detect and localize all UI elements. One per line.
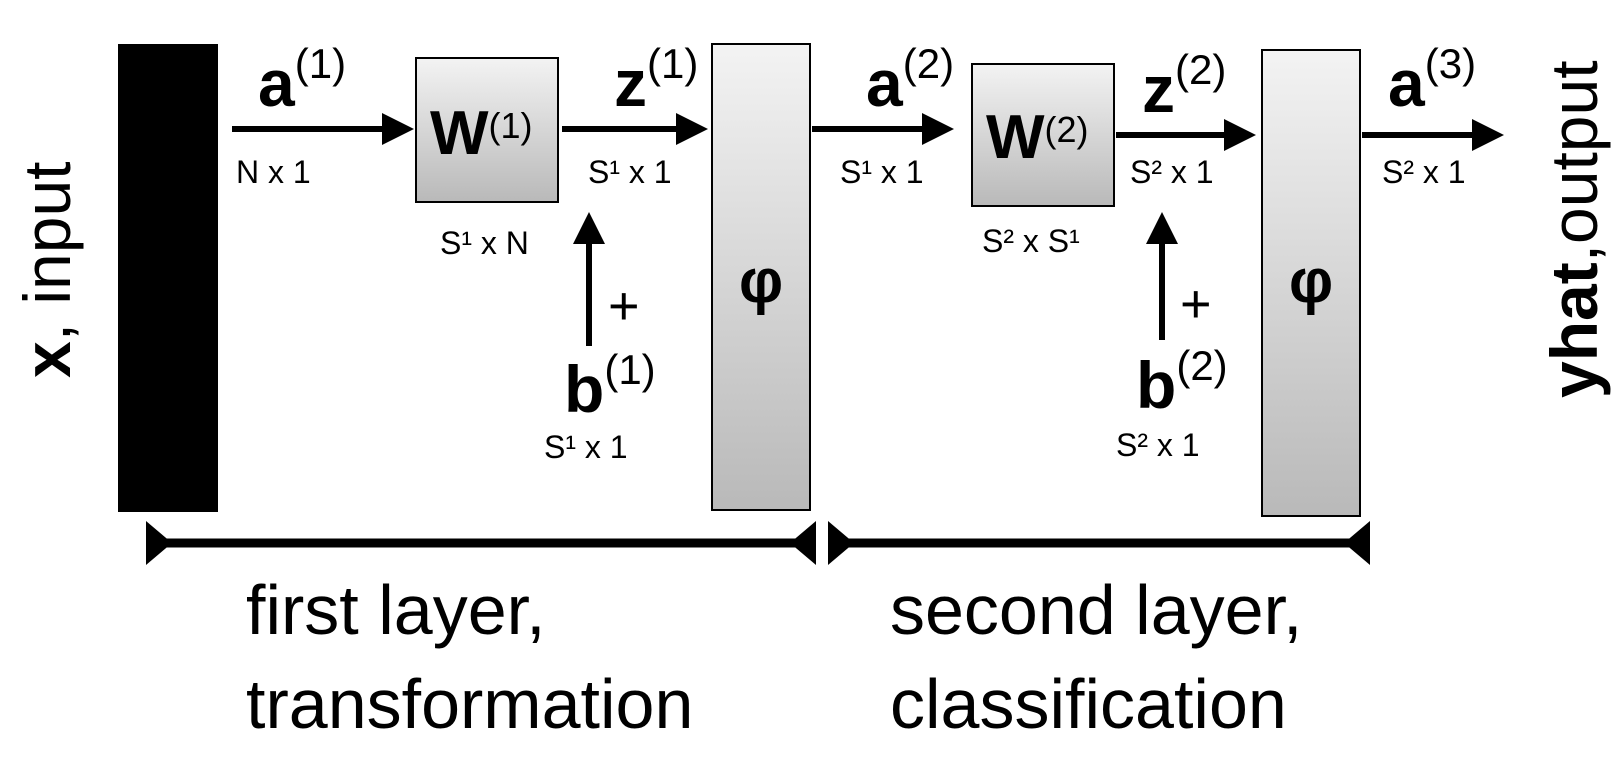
weight-dim-2: S² x S¹ bbox=[982, 223, 1080, 259]
weight-label-1: W(1) bbox=[430, 99, 533, 168]
layer2-bracket bbox=[828, 521, 1370, 565]
layer2-activation-label: a(2) bbox=[866, 40, 954, 120]
output-dim: S² x 1 bbox=[1382, 154, 1466, 190]
activation-box-1 bbox=[711, 43, 811, 511]
weight-label-2: W(2) bbox=[986, 103, 1089, 172]
weight-box-2 bbox=[971, 63, 1115, 207]
layer1-input-dim: N x 1 bbox=[236, 154, 311, 190]
layer1-caption-line2: transformation bbox=[246, 665, 693, 743]
input-label: x, input bbox=[10, 161, 84, 378]
layer2-bias-dim: S² x 1 bbox=[1116, 427, 1200, 463]
layer2-bias-arrow bbox=[1146, 212, 1178, 340]
layer1-bias-label: b(1) bbox=[564, 346, 656, 426]
layer2-input-dim: S¹ x 1 bbox=[840, 154, 924, 190]
layer2-bias-label: b(2) bbox=[1136, 342, 1228, 422]
layer2-preactivation-label: z(2) bbox=[1142, 46, 1226, 126]
layer2-caption-line1: second layer, bbox=[890, 571, 1302, 649]
layer2-caption-line2: classification bbox=[890, 665, 1287, 743]
layer2-plus: + bbox=[1180, 274, 1212, 334]
layer1-z-arrow bbox=[562, 113, 708, 145]
layer2-z-dim: S² x 1 bbox=[1130, 154, 1214, 190]
layer1-z-dim: S¹ x 1 bbox=[588, 154, 672, 190]
layer2-z-arrow bbox=[1116, 119, 1256, 151]
weight-box-1 bbox=[415, 57, 559, 203]
layer1-bias-dim: S¹ x 1 bbox=[544, 429, 628, 465]
output-label: yhat,output bbox=[1537, 60, 1611, 398]
activation-box-2 bbox=[1261, 49, 1361, 517]
weight-dim-1: S¹ x N bbox=[440, 225, 529, 261]
phi-symbol-1: φ bbox=[739, 247, 783, 316]
layer1-caption-line1: first layer, bbox=[246, 571, 546, 649]
layer1-bracket bbox=[146, 521, 816, 565]
output-arrow bbox=[1362, 119, 1504, 151]
output-activation-label: a(3) bbox=[1388, 40, 1476, 120]
layer1-plus: + bbox=[608, 276, 640, 336]
phi-symbol-2: φ bbox=[1289, 247, 1333, 316]
layer1-input-arrow bbox=[232, 113, 414, 145]
layer1-preactivation-label: z(1) bbox=[614, 40, 698, 120]
layer2-input-arrow bbox=[812, 113, 954, 145]
input-block bbox=[118, 44, 218, 512]
layer1-activation-label: a(1) bbox=[258, 40, 346, 120]
layer1-bias-arrow bbox=[573, 212, 605, 346]
